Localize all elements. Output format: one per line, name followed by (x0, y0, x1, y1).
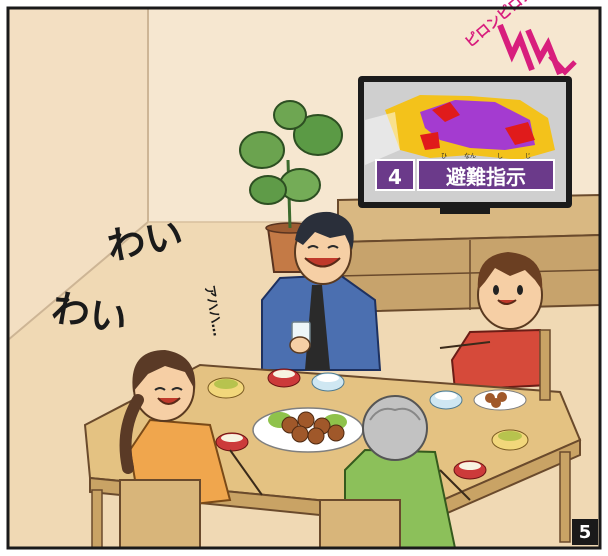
soup-bowl-3 (453, 460, 487, 480)
chopsticks-boy (439, 341, 491, 349)
rice-bowl-2 (311, 372, 345, 392)
tv-caption-ruby-1: ひ (441, 153, 447, 160)
chopsticks-mother (229, 449, 263, 496)
rice-bowl-3 (429, 390, 463, 410)
tv-caption-box (417, 159, 555, 191)
alert-map-red-1 (432, 102, 460, 122)
tv-alert-zigzag-icon (497, 23, 577, 76)
side-dish-bowl (491, 429, 529, 451)
tv-caption-ruby-4: じ (525, 153, 531, 160)
potted-plant (239, 100, 343, 273)
panel-border (6, 6, 602, 550)
tv-caption-ruby-2: なん (464, 153, 476, 160)
tv-caption-ruby-3: し (497, 153, 503, 160)
soup-bowl-1 (267, 368, 301, 388)
meatball-plate-boy (473, 389, 527, 411)
floor-edge-line (7, 221, 149, 341)
television: 4 避難指示 ひ なん し じ (358, 76, 572, 214)
alert-map-red-2 (505, 122, 535, 145)
boy-character (439, 252, 550, 392)
soup-bowl-2 (215, 432, 249, 452)
panel-number: 5 (579, 522, 592, 543)
chair-right (539, 329, 551, 401)
tv-channel-box (375, 159, 415, 191)
tv-caption: 避難指示 (446, 165, 526, 189)
chopsticks-grandmother (439, 469, 471, 501)
alert-map-red-3 (420, 132, 440, 150)
tv-channel-number: 4 (388, 165, 402, 189)
left-wall (8, 8, 148, 340)
rice-bowl-1 (207, 377, 245, 399)
father-character (261, 211, 382, 371)
meatball-platter (252, 407, 364, 453)
chair-front-right (319, 499, 401, 549)
chair-front-left (119, 479, 201, 549)
panel-number-badge (572, 519, 598, 545)
